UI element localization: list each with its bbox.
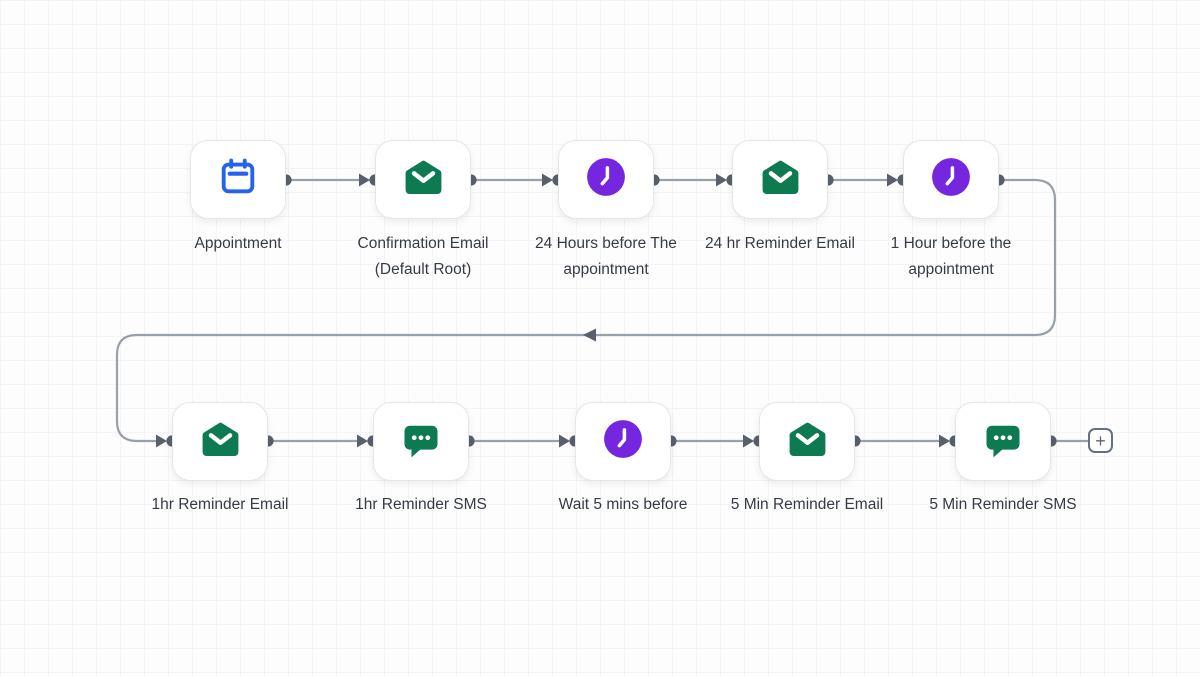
node-label-appointment: Appointment [194, 235, 282, 252]
workflow-node-confirmation-email[interactable] [375, 140, 471, 219]
workflow-node-1hr-reminder-email[interactable] [172, 402, 268, 481]
workflow-node-5min-reminder-sms[interactable] [955, 402, 1051, 481]
chat-bubble-icon [981, 417, 1025, 466]
open-envelope-icon [786, 418, 829, 466]
edge-confirmation-to-wait24 [471, 173, 553, 187]
node-label-1hr-reminder-email: 1hr Reminder Email [151, 496, 289, 513]
node-card[interactable] [759, 402, 855, 481]
node-label-wait-5-mins: Wait 5 mins before [558, 496, 688, 513]
node-card[interactable] [375, 140, 471, 219]
node-label-24hr-reminder-email: 24 hr Reminder Email [705, 235, 855, 252]
node-card[interactable] [172, 402, 268, 481]
workflow-node-wait-1-hour[interactable] [903, 140, 999, 219]
workflow-node-1hr-reminder-sms[interactable] [373, 402, 469, 481]
workflow-node-appointment[interactable] [190, 140, 286, 219]
node-card[interactable] [558, 140, 654, 219]
node-card[interactable] [732, 140, 828, 219]
add-step-button[interactable]: + [1088, 428, 1113, 453]
edge-24hr-email-to-wait1h [828, 173, 898, 187]
workflow-node-wait-24-hours[interactable] [558, 140, 654, 219]
workflow-node-24hr-reminder-email[interactable] [732, 140, 828, 219]
node-label-5min-reminder-email: 5 Min Reminder Email [730, 496, 884, 513]
open-envelope-icon [759, 156, 802, 204]
chat-bubble-icon [399, 417, 443, 466]
edge-wait24-to-24hr-email [654, 173, 727, 187]
calendar-icon [216, 155, 260, 204]
node-card[interactable] [373, 402, 469, 481]
edge-5min-email-to-5min-sms [855, 434, 950, 448]
clock-icon [930, 156, 972, 203]
clock-icon [585, 156, 627, 203]
node-card[interactable] [575, 402, 671, 481]
node-card[interactable] [190, 140, 286, 219]
node-card[interactable] [955, 402, 1051, 481]
open-envelope-icon [402, 156, 445, 204]
open-envelope-icon [199, 418, 242, 466]
edge-appointment-to-confirmation [286, 173, 370, 187]
workflow-node-wait-5-mins[interactable] [575, 402, 671, 481]
node-label-1hr-reminder-sms: 1hr Reminder SMS [355, 496, 487, 513]
node-label-5min-reminder-sms: 5 Min Reminder SMS [929, 496, 1077, 513]
edge-1hr-email-to-1hr-sms [268, 434, 368, 448]
edge-1hr-sms-to-wait5m [469, 434, 570, 448]
clock-icon [602, 418, 644, 465]
workflow-node-5min-reminder-email[interactable] [759, 402, 855, 481]
node-label-confirmation-email: Confirmation Email(Default Root) [357, 235, 489, 278]
node-card[interactable] [903, 140, 999, 219]
edge-wait5m-to-5min-email [671, 434, 754, 448]
